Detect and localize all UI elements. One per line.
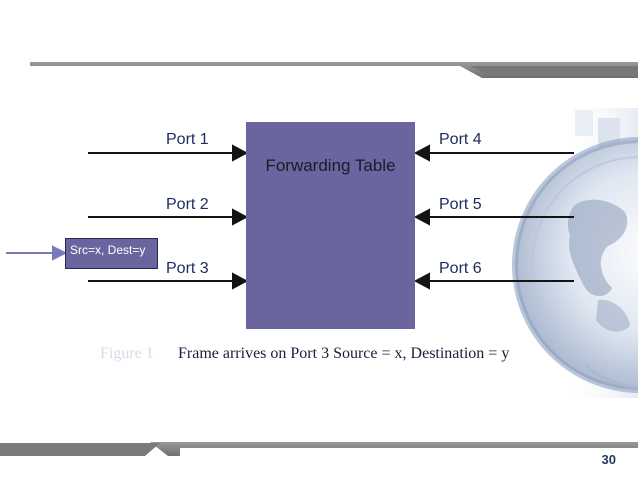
figure-caption: Figure 1 Frame arrives on Port 3 Source … — [100, 345, 550, 363]
port-2-label: Port 2 — [166, 196, 209, 213]
port-3-label: Port 3 — [166, 260, 209, 277]
right-arrows — [413, 144, 574, 290]
left-arrows — [88, 144, 249, 290]
port-5-label: Port 5 — [439, 196, 482, 213]
port-6-label: Port 6 — [439, 260, 482, 277]
port-1-label: Port 1 — [166, 131, 209, 148]
bottom-band — [0, 442, 638, 456]
port-4-label: Port 4 — [439, 131, 482, 148]
caption-faded-prefix: Figure 1 — [100, 345, 154, 362]
incoming-frame-arrow — [6, 245, 68, 261]
forwarding-table: Forwarding Table — [246, 122, 415, 329]
caption-text: Frame arrives on Port 3 Source = x, Dest… — [178, 345, 510, 362]
frame-label: Src=x, Dest=y — [70, 243, 146, 257]
frame-box: Src=x, Dest=y — [65, 238, 158, 269]
forwarding-table-label: Forwarding Table — [265, 156, 396, 175]
globe-decoration — [512, 108, 638, 398]
page-number: 30 — [601, 452, 616, 467]
